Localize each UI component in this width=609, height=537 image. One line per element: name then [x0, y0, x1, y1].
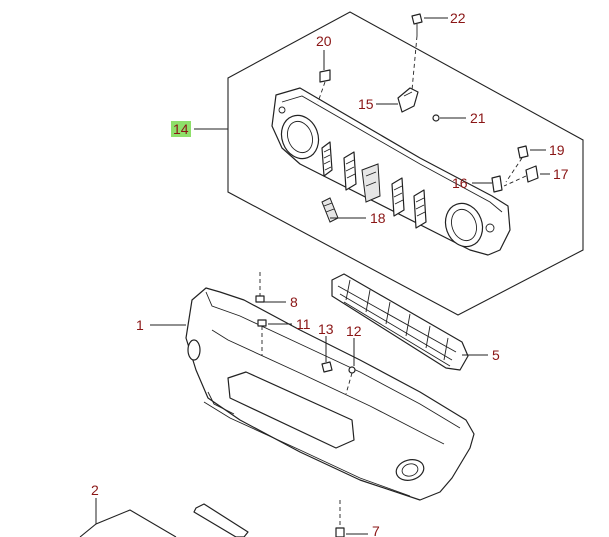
front-bumper	[185, 287, 475, 501]
callout-13: 13	[318, 321, 334, 337]
callout-2: 2	[91, 482, 99, 498]
callout-1: 1	[136, 317, 144, 333]
part-19-nut	[505, 145, 529, 183]
part-18-strip	[321, 197, 339, 223]
part-20-clip	[317, 69, 331, 103]
callout-16: 16	[452, 175, 468, 191]
part-13-nut	[321, 361, 333, 373]
callout-11: 11	[296, 316, 311, 332]
part-21-screw	[432, 114, 440, 122]
callout-20: 20	[316, 33, 332, 49]
callout-17: 17	[553, 166, 569, 182]
callout-15: 15	[358, 96, 374, 112]
part-15-bracket	[397, 87, 419, 113]
part-2-lower-panel	[79, 509, 177, 537]
callout-8: 8	[290, 294, 298, 310]
part-12-screw	[345, 366, 356, 395]
leader-lines	[95, 17, 550, 535]
part-22-bolt	[411, 13, 423, 91]
part-8-bolt	[255, 272, 265, 303]
part-11-bolt	[257, 319, 267, 356]
callout-21: 21	[470, 110, 486, 126]
callout-18: 18	[370, 210, 386, 226]
lower-grille-mesh	[331, 273, 469, 371]
callout-14: 14	[173, 121, 189, 137]
part-16-bracket	[491, 175, 503, 193]
callout-14-highlight	[171, 121, 191, 137]
part-7-bolt	[335, 500, 345, 537]
callout-7: 7	[372, 523, 380, 537]
callout-labels: 22 20 15 21 14 19 16 17 18 8 1 11 13 12 …	[91, 10, 569, 537]
front-grille	[271, 87, 511, 256]
grille-assembly-frame	[227, 11, 584, 316]
callout-22: 22	[450, 10, 466, 26]
callout-19: 19	[549, 142, 565, 158]
callout-12: 12	[346, 323, 362, 339]
part-17-clip	[503, 165, 539, 187]
callout-5: 5	[492, 347, 500, 363]
side-strip	[193, 503, 249, 537]
